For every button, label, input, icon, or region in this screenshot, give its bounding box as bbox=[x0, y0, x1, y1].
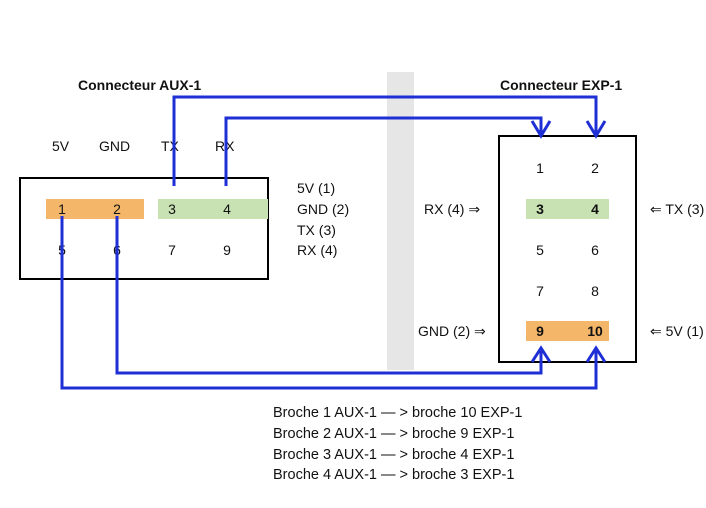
exp-left-label-rx: RX (4) ⇒ bbox=[424, 201, 481, 217]
exp-pin-3: 3 bbox=[536, 201, 544, 217]
aux-connector-title: Connecteur AUX-1 bbox=[78, 77, 202, 93]
exp-connector-title: Connecteur EXP-1 bbox=[500, 77, 623, 93]
wire-5v-1-to-10 bbox=[60, 216, 598, 390]
arrow-into-exp-3 bbox=[530, 120, 552, 139]
exp-pin-7: 7 bbox=[536, 283, 544, 299]
aux-pin-1: 1 bbox=[58, 201, 66, 217]
aux-legend-tx: TX (3) bbox=[297, 222, 336, 238]
wire-tx-3-to-4 bbox=[172, 95, 598, 186]
aux-pin-4: 4 bbox=[223, 201, 231, 217]
aux-signal-5v: 5V bbox=[52, 138, 70, 154]
center-divider bbox=[387, 72, 414, 370]
exp-right-label-tx: ⇐ TX (3) bbox=[650, 201, 705, 217]
aux-signal-gnd: GND bbox=[99, 138, 131, 154]
mapping-note-2: Broche 2 AUX-1 — > broche 9 EXP-1 bbox=[273, 426, 515, 442]
aux-pin-9: 9 bbox=[223, 242, 231, 258]
exp-connector-box bbox=[498, 135, 637, 363]
aux-data-highlight bbox=[158, 199, 268, 219]
exp-pin-5: 5 bbox=[536, 242, 544, 258]
exp-pin-10: 10 bbox=[587, 323, 603, 339]
wire-rx-4-to-3 bbox=[224, 116, 543, 186]
exp-pin-8: 8 bbox=[591, 283, 599, 299]
aux-pin-7: 7 bbox=[168, 242, 176, 258]
arrow-into-exp-10 bbox=[585, 345, 607, 363]
exp-data-highlight bbox=[526, 199, 609, 219]
exp-right-label-5v: ⇐ 5V (1) bbox=[650, 323, 704, 339]
aux-connector-box bbox=[19, 177, 269, 280]
exp-left-label-gnd: GND (2) ⇒ bbox=[418, 323, 486, 339]
exp-pin-2: 2 bbox=[591, 160, 599, 176]
mapping-note-4: Broche 4 AUX-1 — > broche 3 EXP-1 bbox=[273, 467, 515, 483]
exp-pin-6: 6 bbox=[591, 242, 599, 258]
arrow-into-exp-4 bbox=[585, 120, 607, 139]
aux-legend-gnd: GND (2) bbox=[297, 201, 350, 217]
exp-power-highlight bbox=[526, 321, 609, 341]
aux-pin-3: 3 bbox=[168, 201, 176, 217]
wire-gnd-2-to-9 bbox=[115, 216, 543, 375]
mapping-note-1: Broche 1 AUX-1 — > broche 10 EXP-1 bbox=[273, 405, 523, 421]
aux-legend-5v: 5V (1) bbox=[297, 180, 336, 196]
aux-legend-rx: RX (4) bbox=[297, 242, 338, 258]
aux-pin-2: 2 bbox=[113, 201, 121, 217]
exp-pin-4: 4 bbox=[591, 201, 599, 217]
exp-pin-1: 1 bbox=[536, 160, 544, 176]
arrow-into-exp-9 bbox=[530, 345, 552, 363]
mapping-note-3: Broche 3 AUX-1 — > broche 4 EXP-1 bbox=[273, 447, 515, 463]
exp-pin-9: 9 bbox=[536, 323, 544, 339]
aux-power-highlight bbox=[46, 199, 144, 219]
